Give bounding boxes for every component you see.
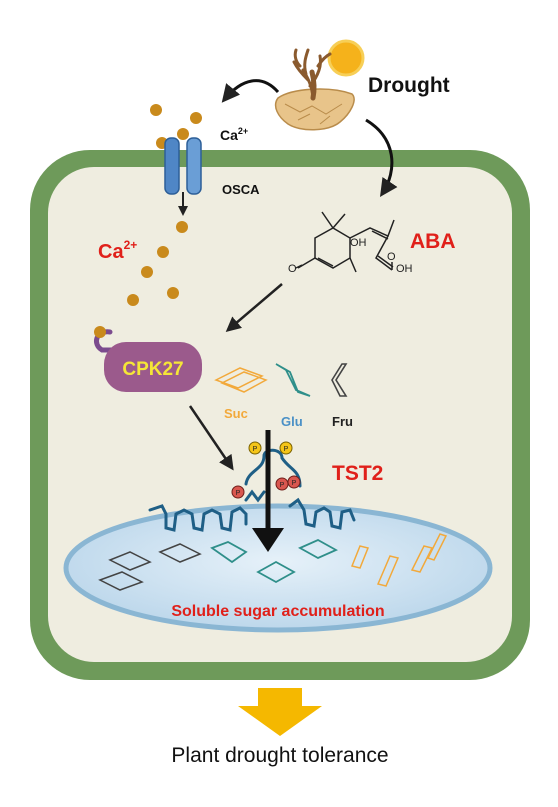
keto-oxygen: O <box>288 263 297 275</box>
arrow-sugar-import-head <box>252 528 284 552</box>
calcium-ion <box>94 326 106 338</box>
dry-soil-icon <box>274 88 355 131</box>
arrow-cpk27-to-tst2 <box>188 405 234 471</box>
outcome-arrow <box>238 688 322 736</box>
calcium-ion <box>150 104 162 116</box>
phosphate-icon <box>287 475 301 489</box>
calcium-label-top: Ca2+ <box>220 126 248 143</box>
phosphate-label: P <box>280 482 285 489</box>
phosphate-label: P <box>236 490 241 497</box>
phosphate-label: P <box>284 446 289 453</box>
phosphate-label: P <box>292 480 297 487</box>
sun-icon <box>327 39 365 77</box>
osca-label: OSCA <box>222 182 260 197</box>
tst2-label: TST2 <box>332 462 383 485</box>
cpk27-label: CPK27 <box>122 359 183 380</box>
tst2-transporter <box>148 448 356 532</box>
drought-label: Drought <box>368 74 450 97</box>
phosphate-label: P <box>253 446 258 453</box>
hydroxyl-label: OH <box>350 237 367 249</box>
aba-molecule <box>295 211 395 273</box>
phosphate-icon <box>279 441 293 455</box>
sucrose-icon <box>214 367 268 393</box>
drought-icon <box>274 39 365 131</box>
acid-oxygen: O <box>387 251 396 263</box>
aba-label: ABA <box>410 230 456 253</box>
tolerance-label: Plant drought tolerance <box>171 744 388 767</box>
arrow-drought-to-calcium <box>221 79 280 103</box>
intracellular-calcium-ions <box>127 221 188 306</box>
phosphate-icon <box>231 485 245 499</box>
calcium-ion <box>127 294 139 306</box>
glu-label: Glu <box>281 414 303 429</box>
accumulation-label: Soluble sugar accumulation <box>171 603 384 620</box>
calcium-ion <box>157 246 169 258</box>
glucose-icon <box>275 363 311 397</box>
vacuolar-glucose <box>210 538 339 584</box>
vacuolar-sucrose <box>350 533 448 587</box>
calcium-label-intracellular: Ca2+ <box>98 238 137 263</box>
calcium-ion <box>176 221 188 233</box>
calcium-binding-hook <box>93 329 115 353</box>
calcium-ion <box>167 287 179 299</box>
fructose-icon <box>331 363 348 397</box>
vacuole <box>63 503 493 633</box>
calcium-ion <box>190 112 202 124</box>
arrow-drought-to-aba <box>365 118 398 197</box>
vacuolar-fructose <box>98 543 202 591</box>
acid-hydroxyl: OH <box>396 263 413 275</box>
calcium-ion <box>141 266 153 278</box>
arrow-aba-to-cpk27 <box>225 283 283 332</box>
cpk27-kinase <box>104 342 202 392</box>
extracellular-calcium-ions <box>150 104 202 149</box>
fru-label: Fru <box>332 414 353 429</box>
suc-label: Suc <box>224 406 248 421</box>
dead-tree-icon <box>292 48 332 100</box>
osca-channel <box>164 137 202 195</box>
phosphate-icon <box>248 441 262 455</box>
calcium-ion <box>177 128 189 140</box>
